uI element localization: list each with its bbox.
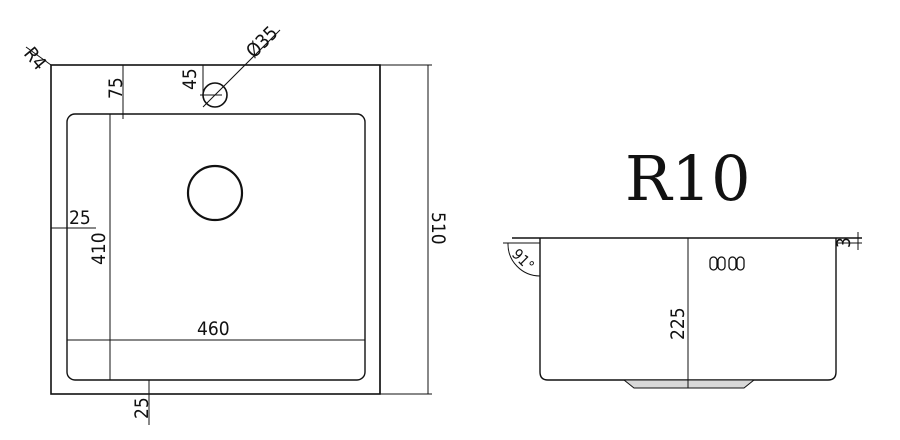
dim-45-label: 45 — [179, 68, 201, 90]
side-view: R10 225 91° 3 — [503, 142, 862, 389]
dim-25-side-label: 25 — [69, 207, 91, 229]
drain-bump — [622, 379, 756, 389]
dim-75-label: 75 — [105, 77, 127, 99]
angle-label: 91° — [508, 245, 538, 275]
drain-hole — [186, 164, 244, 222]
dim-460-label: 460 — [197, 318, 230, 340]
dim-510-label: 510 — [427, 212, 449, 245]
d35-leader — [202, 29, 281, 108]
dim-225-label: 225 — [667, 307, 689, 340]
r4-label: R4 — [19, 43, 50, 75]
dim-410-label: 410 — [88, 232, 110, 265]
r4-leader — [25, 46, 52, 66]
overflow-slot — [709, 256, 745, 271]
top-view: R4 Ø35 45 75 410 25 460 25 510 — [19, 22, 449, 425]
r10-label: R10 — [625, 142, 751, 215]
d35-label: Ø35 — [242, 22, 282, 62]
bowl-outline — [66, 113, 366, 381]
angle-arc — [507, 242, 541, 277]
dim-25-bottom-label: 25 — [131, 397, 153, 419]
dim-3-label: 3 — [833, 237, 855, 248]
